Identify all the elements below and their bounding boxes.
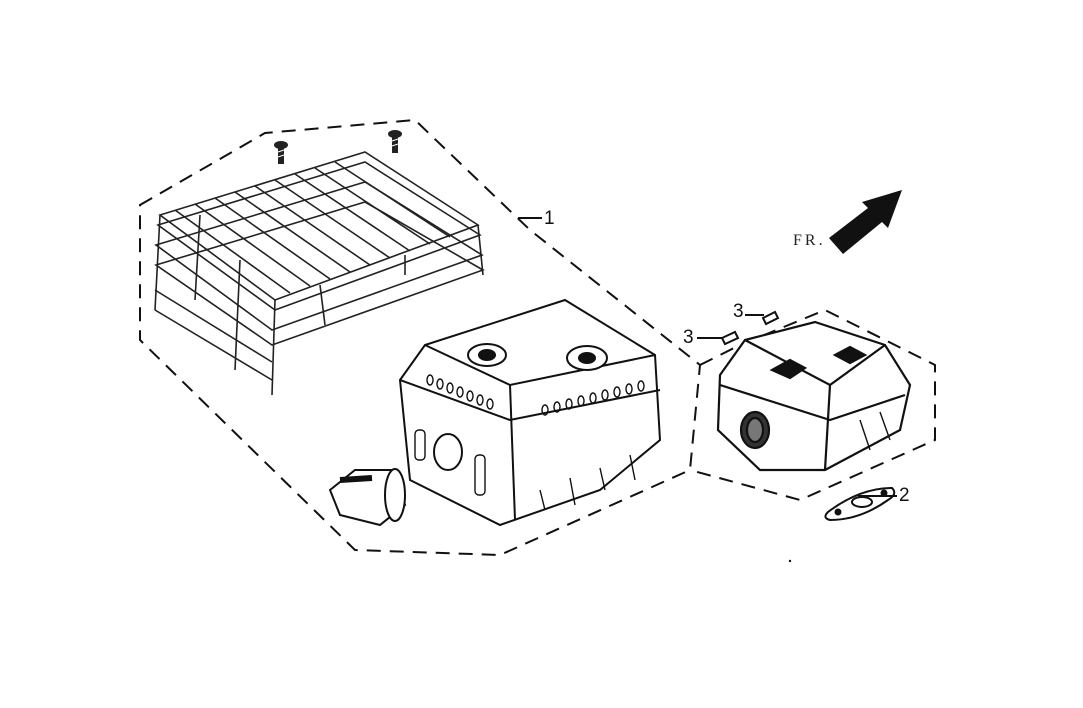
tailpipe-end — [328, 468, 407, 527]
clip-lower — [720, 330, 740, 346]
front-direction-arrow-icon — [829, 190, 902, 254]
callout-3a-label: 3 — [733, 301, 744, 322]
wire-guard-cage — [154, 151, 485, 396]
stray-dot — [788, 559, 792, 563]
callout-3b-label: 3 — [683, 327, 694, 348]
muffler-gasket — [824, 486, 896, 522]
assembly-1-dashed-boundary — [139, 118, 702, 557]
muffler-body — [716, 320, 912, 472]
callout-1-label: 1 — [544, 208, 555, 229]
clip-upper — [761, 310, 780, 326]
muffler-cover — [398, 298, 662, 527]
muffler-dashed-boundary — [689, 308, 936, 502]
screw-left — [274, 141, 288, 164]
callout-2-label: 2 — [899, 485, 910, 506]
screw-right — [388, 130, 402, 153]
front-direction-label: FR. — [793, 232, 826, 249]
